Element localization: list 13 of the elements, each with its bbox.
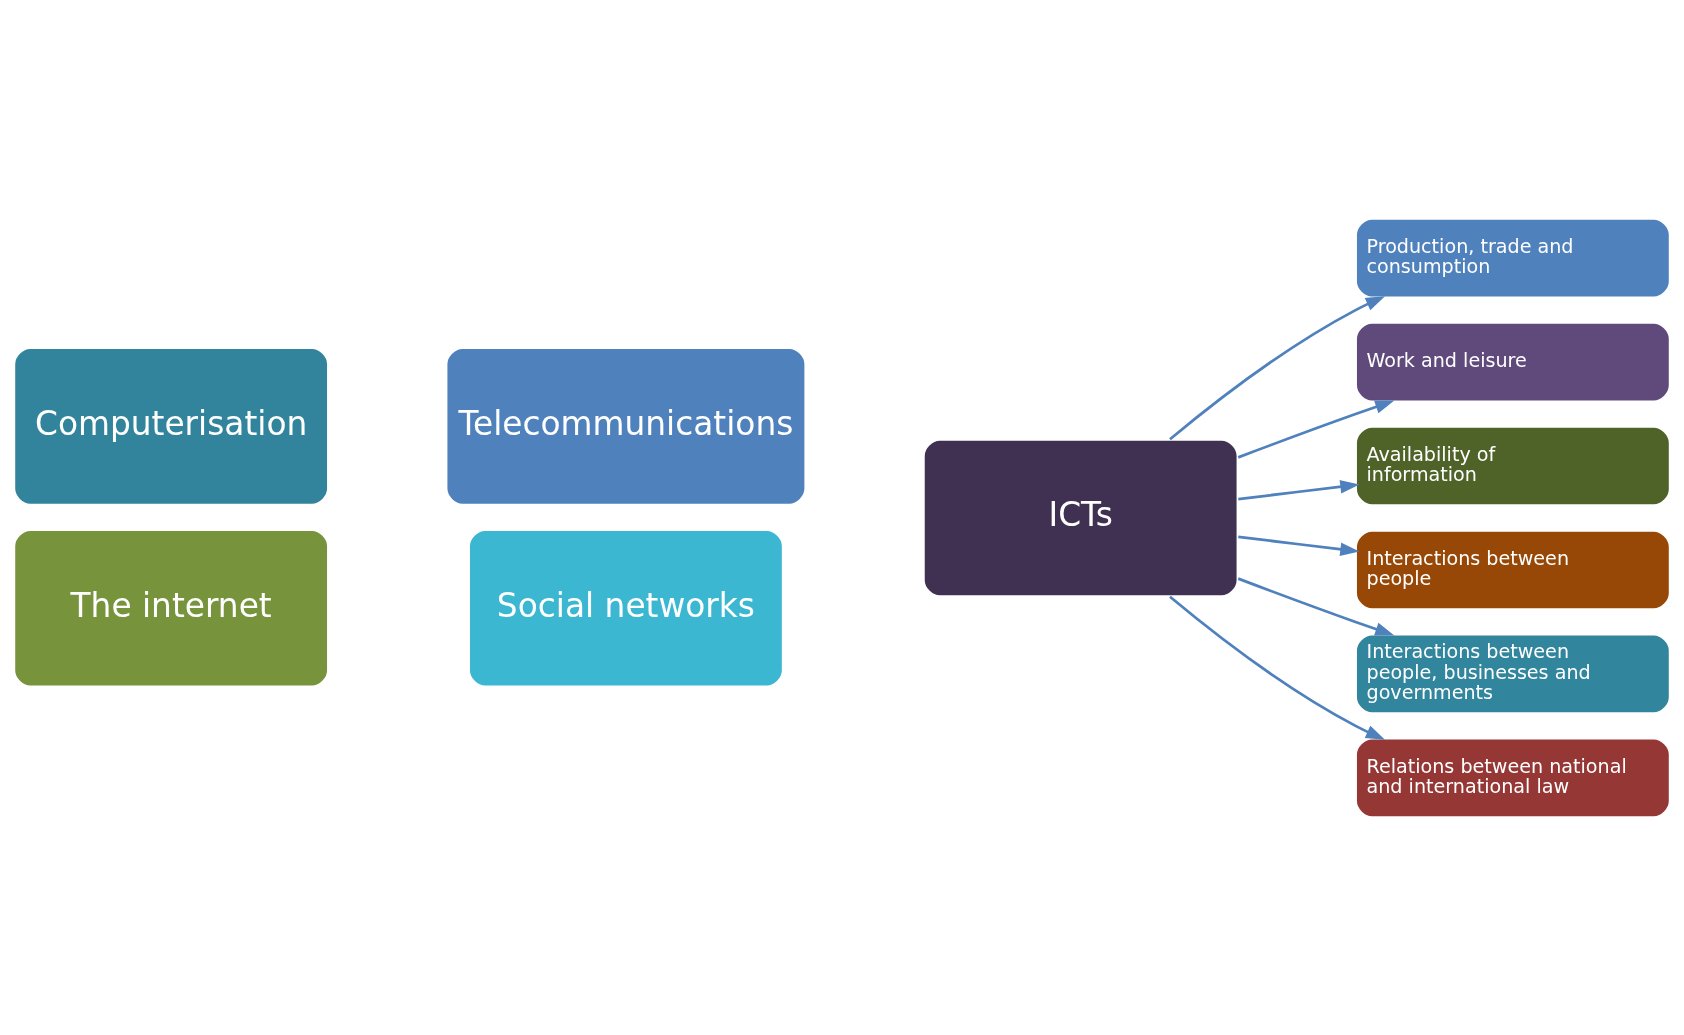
node-box: Interactions between people <box>1354 528 1672 611</box>
arrow <box>1169 595 1385 740</box>
arrow <box>1237 399 1395 459</box>
node-box: ICTs <box>922 437 1240 598</box>
arrow <box>1238 479 1360 500</box>
node-box: Interactions between people, businesses and governments <box>1354 632 1672 715</box>
node-box: Relations between national and international law <box>1354 736 1672 819</box>
arrow <box>1238 535 1360 556</box>
node-box: Production, trade and consumption <box>1354 216 1672 299</box>
node-box: Availability of information <box>1354 424 1672 507</box>
node-box: Work and leisure <box>1354 320 1672 403</box>
arrow <box>1169 295 1385 440</box>
arrow <box>1237 576 1395 636</box>
